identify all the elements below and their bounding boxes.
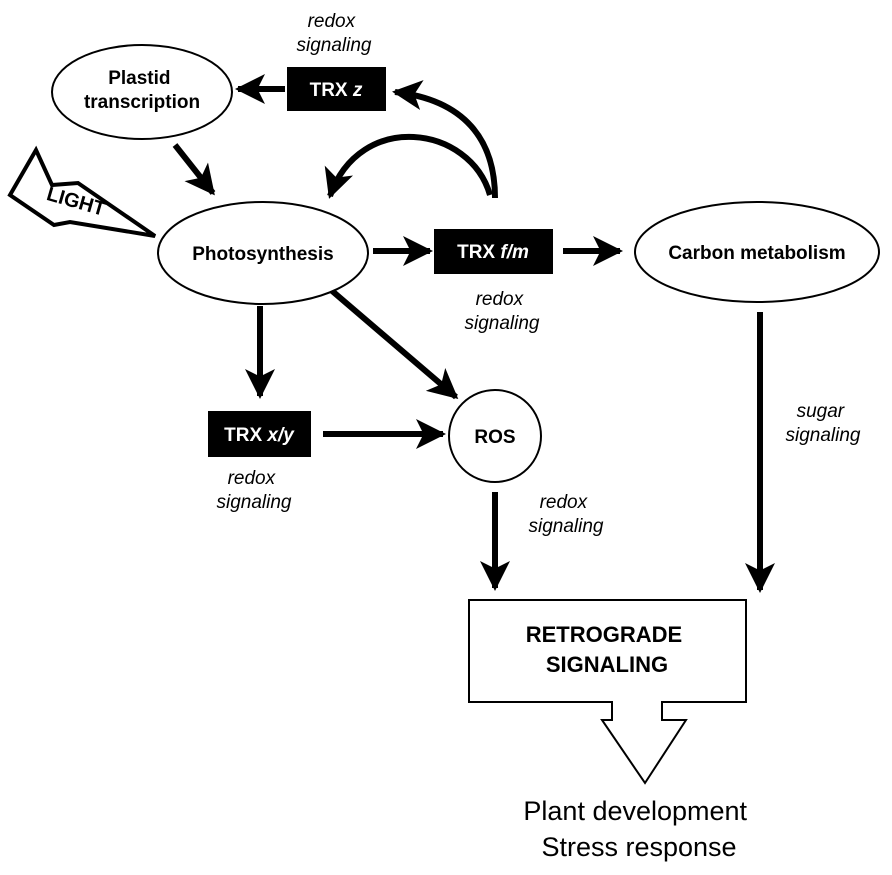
plastid-transcription-line1: Plastid — [108, 68, 170, 89]
sugar-annotation-line1: sugar — [797, 401, 845, 422]
node-carbon-metabolism: Carbon metabolism — [634, 201, 880, 303]
node-plastid-transcription: Plastid transcription — [51, 44, 233, 140]
carbon-metabolism-label: Carbon metabolism — [668, 243, 845, 264]
ros-circle — [448, 389, 542, 483]
outcome-stress-response: Stress response — [541, 832, 736, 862]
trx-fm-annotation-line1: redox — [476, 289, 525, 310]
photosynthesis-label: Photosynthesis — [192, 244, 333, 265]
trx-xy-annotation-line1: redox — [228, 468, 277, 489]
trx-z-box — [287, 67, 386, 111]
sugar-annotation: sugar signaling — [786, 401, 861, 446]
trx-fm-annotation-line2: signaling — [465, 313, 540, 334]
carbon-metabolism-ellipse — [634, 201, 880, 303]
trx-z-annotation: redox signaling — [297, 11, 372, 56]
trx-z-prefix: TRX — [310, 80, 353, 101]
connectors — [172, 74, 775, 593]
outcomes: Plant development Stress response — [523, 796, 754, 862]
trx-xy-box — [208, 411, 311, 457]
svg-text:TRX z: TRX z — [310, 80, 363, 101]
light-bolt-shape — [7, 145, 157, 238]
retrograde-line1: RETROGRADE — [526, 622, 682, 647]
node-trx-z: TRX z — [287, 67, 386, 111]
node-trx-fm: TRX f/m — [434, 229, 553, 274]
svg-text:RETROGRADE SIGNALING: RETROGRADE SIGNALING — [526, 622, 689, 677]
trx-fm-prefix: TRX — [457, 242, 500, 263]
trx-fm-suffix: f/m — [500, 242, 529, 263]
svg-text:TRX f/m: TRX f/m — [457, 242, 529, 263]
photosynthesis-ellipse — [157, 201, 369, 305]
node-trx-xy: TRX x/y — [208, 411, 311, 457]
retrograde-line2: SIGNALING — [546, 652, 668, 677]
trx-z-suffix: z — [352, 80, 363, 101]
trx-xy-prefix: TRX — [224, 425, 267, 446]
arrow-trxfm-to-photosynthesis — [324, 133, 493, 199]
trx-xy-suffix: x/y — [266, 425, 295, 446]
node-ros: ROS — [448, 389, 542, 483]
svg-text:TRX x/y: TRX x/y — [224, 425, 295, 446]
trx-xy-annotation: redox signaling — [217, 468, 292, 513]
light-bolt: LIGHT — [7, 145, 157, 238]
outcome-plant-development: Plant development — [523, 796, 747, 826]
arrow-photosynthesis-to-ros — [329, 287, 459, 400]
node-photosynthesis: Photosynthesis — [157, 201, 369, 305]
trx-z-annotation-line1: redox — [308, 11, 357, 32]
trx-z-annotation-line2: signaling — [297, 35, 372, 56]
ros-annotation-line2: signaling — [529, 516, 604, 537]
sugar-annotation-line2: signaling — [786, 425, 861, 446]
retrograde-box-with-arrow — [468, 599, 747, 785]
ros-annotation-line1: redox — [540, 492, 589, 513]
node-retrograde-signaling: RETROGRADE SIGNALING — [468, 599, 747, 785]
ros-label: ROS — [474, 427, 515, 448]
arrow-plastid-to-photosynthesis — [172, 143, 216, 196]
trx-fm-annotation: redox signaling — [465, 289, 540, 334]
plastid-transcription-line2: transcription — [84, 92, 200, 113]
trx-xy-annotation-line2: signaling — [217, 492, 292, 513]
arrow-trxfm-to-trxz — [392, 80, 498, 199]
plastid-transcription-ellipse — [51, 44, 233, 140]
svg-text:Plastid transcription: Plastid transcription — [84, 68, 200, 113]
trx-fm-box — [434, 229, 553, 274]
ros-annotation: redox signaling — [529, 492, 604, 537]
